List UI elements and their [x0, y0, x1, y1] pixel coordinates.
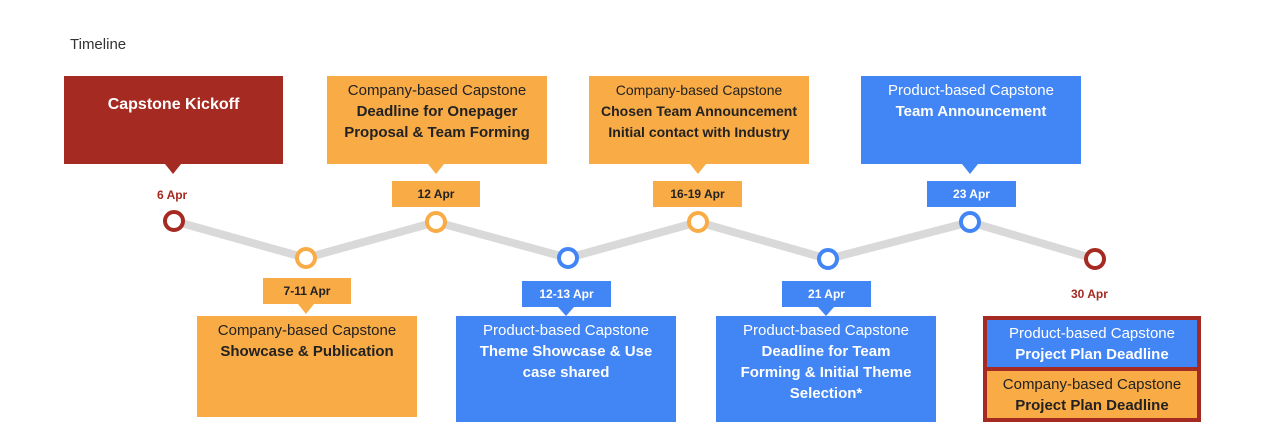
node-16-19apr: [687, 211, 709, 233]
theme-showcase-pointer: [558, 307, 574, 316]
team-forming-line2b: Forming & Initial Theme: [740, 364, 912, 381]
kickoff-title: Capstone Kickoff: [107, 96, 240, 113]
date-6apr: 6 Apr: [157, 188, 188, 202]
showcase-pointer: [298, 304, 314, 314]
team-forming-card: Product-based Capstone Deadline for Team…: [716, 316, 936, 422]
node-21apr: [817, 248, 839, 270]
date-23apr: 23 Apr: [927, 181, 1016, 207]
date-12-13apr: 12-13 Apr: [522, 281, 611, 307]
team-forming-line1: Product-based Capstone: [743, 322, 909, 339]
date-30apr: 30 Apr: [1071, 287, 1108, 301]
theme-showcase-line1: Product-based Capstone: [483, 322, 649, 339]
project-plan-company-line1: Company-based Capstone: [1002, 376, 1182, 393]
project-plan-product-line2: Project Plan Deadline: [1015, 346, 1169, 363]
kickoff-pointer: [165, 164, 181, 174]
node-7-11apr: [295, 247, 317, 269]
theme-showcase-line2a: Theme Showcase & Use: [479, 343, 653, 360]
chosen-pointer: [690, 164, 706, 174]
node-6apr: [163, 210, 185, 232]
project-plan-product-line1: Product-based Capstone: [1009, 325, 1175, 342]
project-plan-product: Product-based Capstone Project Plan Dead…: [987, 320, 1197, 367]
team-forming-pointer: [818, 307, 834, 316]
onepager-line2a: Deadline for Onepager: [356, 103, 518, 120]
onepager-pointer: [428, 164, 444, 174]
date-21apr: 21 Apr: [782, 281, 871, 307]
project-plan-company: Company-based Capstone Project Plan Dead…: [987, 371, 1197, 418]
chosen-card: Company-based Capstone Chosen Team Annou…: [589, 76, 809, 164]
node-30apr: [1084, 248, 1106, 270]
chosen-line2b: Initial contact with Industry: [608, 124, 790, 140]
showcase-card: Company-based Capstone Showcase & Public…: [197, 316, 417, 417]
product-team-pointer: [962, 164, 978, 174]
chosen-line2a: Chosen Team Announcement: [600, 103, 798, 119]
page-title: Timeline: [70, 36, 127, 53]
chosen-line1: Company-based Capstone: [615, 82, 783, 98]
showcase-line2a: Showcase & Publication: [220, 343, 394, 360]
product-team-line2a: Team Announcement: [895, 103, 1047, 120]
node-12-13apr: [557, 247, 579, 269]
theme-showcase-line2b: case shared: [522, 364, 610, 381]
kickoff-card: Capstone Kickoff: [64, 76, 283, 164]
project-plan-card: Product-based Capstone Project Plan Dead…: [983, 316, 1201, 422]
node-12apr: [425, 211, 447, 233]
onepager-line1: Company-based Capstone: [347, 82, 527, 99]
product-team-card: Product-based Capstone Team Announcement: [861, 76, 1081, 164]
date-16-19apr: 16-19 Apr: [653, 181, 742, 207]
team-forming-line2c: Selection*: [789, 385, 863, 402]
node-23apr: [959, 211, 981, 233]
date-7-11apr: 7-11 Apr: [263, 278, 351, 304]
onepager-line2b: Proposal & Team Forming: [344, 124, 530, 141]
product-team-line1: Product-based Capstone: [888, 82, 1054, 99]
onepager-card: Company-based Capstone Deadline for Onep…: [327, 76, 547, 164]
theme-showcase-card: Product-based Capstone Theme Showcase & …: [456, 316, 676, 422]
team-forming-line2a: Deadline for Team: [761, 343, 891, 360]
project-plan-company-line2: Project Plan Deadline: [1015, 397, 1169, 414]
showcase-line1: Company-based Capstone: [217, 322, 397, 339]
date-12apr: 12 Apr: [392, 181, 480, 207]
